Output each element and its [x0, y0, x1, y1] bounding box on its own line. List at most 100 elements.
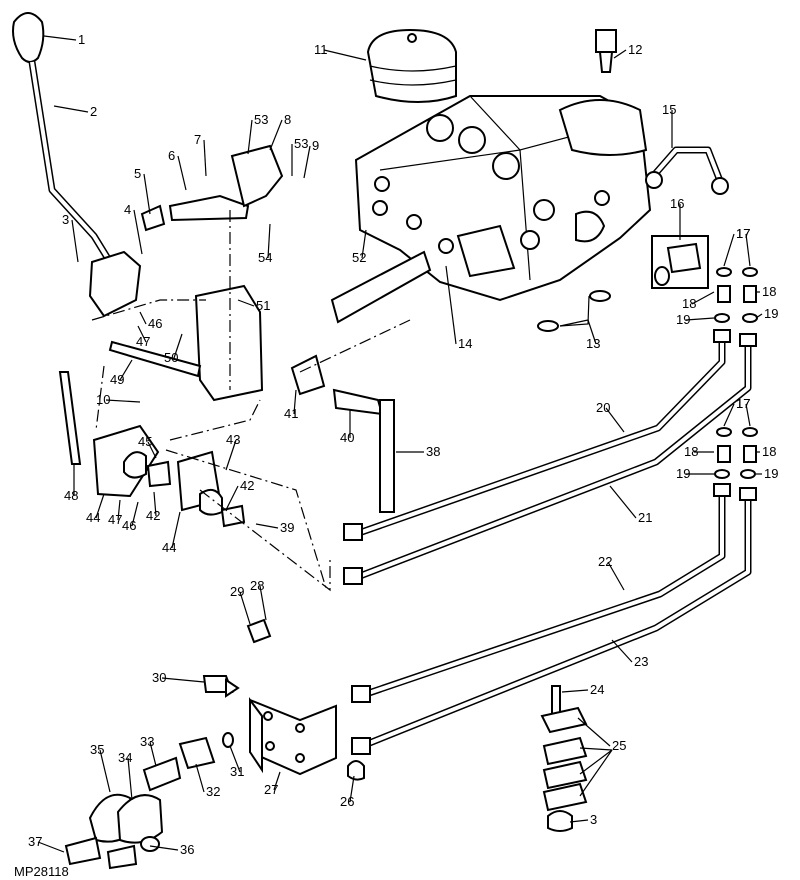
callout-label: 44 [162, 540, 176, 555]
callout-16: 16 [670, 196, 684, 240]
leader-line [99, 749, 111, 793]
leader-line [303, 145, 311, 179]
leader-line [293, 389, 297, 415]
leader-line [579, 749, 613, 775]
callout-label: 47 [136, 334, 150, 349]
callout-label: 3 [62, 212, 69, 227]
leader-line [361, 229, 367, 259]
callout-label: 24 [590, 682, 604, 697]
leader-line [587, 319, 597, 345]
leader-line [239, 591, 251, 625]
callout-41: 41 [284, 389, 298, 421]
rubber-boot [366, 28, 457, 103]
upper-fittings [714, 267, 758, 323]
leader-line [267, 223, 271, 259]
callout-33: 33 [140, 734, 157, 767]
leader-line [71, 219, 79, 263]
callout-51: 51 [237, 298, 270, 313]
leader-line [723, 233, 735, 267]
callout-label: 10 [96, 392, 110, 407]
callout-34: 34 [118, 750, 133, 801]
callout-42: 42 [225, 478, 254, 511]
callout-47: 47 [108, 499, 122, 527]
leader-line [149, 741, 157, 767]
callout-8: 8 [269, 112, 291, 151]
leader-line [445, 265, 457, 345]
callout-3: 3 [62, 212, 79, 263]
callout-21: 21 [609, 485, 652, 525]
leader-line [225, 485, 239, 511]
callout-label: 37 [28, 834, 42, 849]
callout-39: 39 [255, 520, 294, 535]
callout-17: 17 [736, 396, 751, 427]
callout-label: 28 [250, 578, 264, 593]
callout-label: 34 [118, 750, 132, 765]
callout-label: 40 [340, 430, 354, 445]
callout-label: 13 [586, 336, 600, 351]
callout-5: 5 [134, 166, 151, 215]
callout-label: 12 [628, 42, 642, 57]
leader-line [559, 319, 589, 327]
callout-label: 27 [264, 782, 278, 797]
callout-label: 19 [676, 466, 690, 481]
callout-label: 43 [226, 432, 240, 447]
callout-2: 2 [53, 104, 97, 119]
callout-13: 13 [586, 319, 600, 351]
callout-28: 28 [250, 578, 267, 621]
callout-label: 15 [662, 102, 676, 117]
leader-line [607, 561, 625, 591]
callout-label: 21 [638, 510, 652, 525]
callout-label: 42 [240, 478, 254, 493]
leader-line [161, 677, 205, 683]
callout-35: 35 [90, 742, 111, 793]
callout-25: 25 [577, 717, 626, 753]
leader-line [53, 105, 89, 113]
callout-label: 26 [340, 794, 354, 809]
coupler-parts [142, 618, 272, 792]
callout-11: 11 [314, 42, 367, 61]
callout-15: 15 [662, 102, 676, 148]
callout-22: 22 [598, 554, 625, 591]
dust-caps [64, 793, 164, 870]
leader-line [171, 511, 181, 549]
leader-line [579, 747, 613, 751]
callout-label: 1 [78, 32, 85, 47]
callout-19: 19 [676, 312, 715, 327]
leader-line [247, 119, 253, 155]
reference-code: MP28118 [14, 864, 69, 879]
leader-line [723, 403, 735, 427]
leader-line [119, 359, 133, 381]
callout-label: 36 [180, 842, 194, 857]
callout-38: 38 [396, 444, 440, 459]
callout-36: 36 [149, 842, 194, 857]
callout-label: 48 [64, 488, 78, 503]
callout-31: 31 [229, 745, 244, 779]
callout-40: 40 [340, 410, 354, 445]
leader-line [173, 333, 183, 359]
plug-fitting [595, 29, 617, 73]
callout-label: 17 [736, 226, 750, 241]
callout-12: 12 [613, 42, 642, 59]
leader-line [323, 49, 367, 61]
callout-label: 5 [134, 166, 141, 181]
callout-47: 47 [136, 325, 150, 349]
callout-54: 54 [258, 223, 272, 265]
shift-knob [12, 12, 45, 63]
leader-line [95, 493, 105, 519]
leader-line [613, 49, 627, 59]
leader-line [229, 745, 241, 773]
callout-52: 52 [352, 229, 367, 265]
callout-label: 2 [90, 104, 97, 119]
callout-9: 9 [303, 138, 319, 179]
callout-46: 46 [122, 501, 139, 533]
callout-label: 32 [206, 784, 220, 799]
callout-label: 46 [122, 518, 136, 533]
callout-37: 37 [28, 834, 65, 853]
callout-17: 17 [736, 226, 751, 267]
callout-18: 18 [682, 291, 715, 311]
leader-line [605, 407, 625, 433]
leader-line [133, 209, 143, 255]
callout-1: 1 [43, 32, 85, 47]
leader-line [147, 441, 157, 459]
